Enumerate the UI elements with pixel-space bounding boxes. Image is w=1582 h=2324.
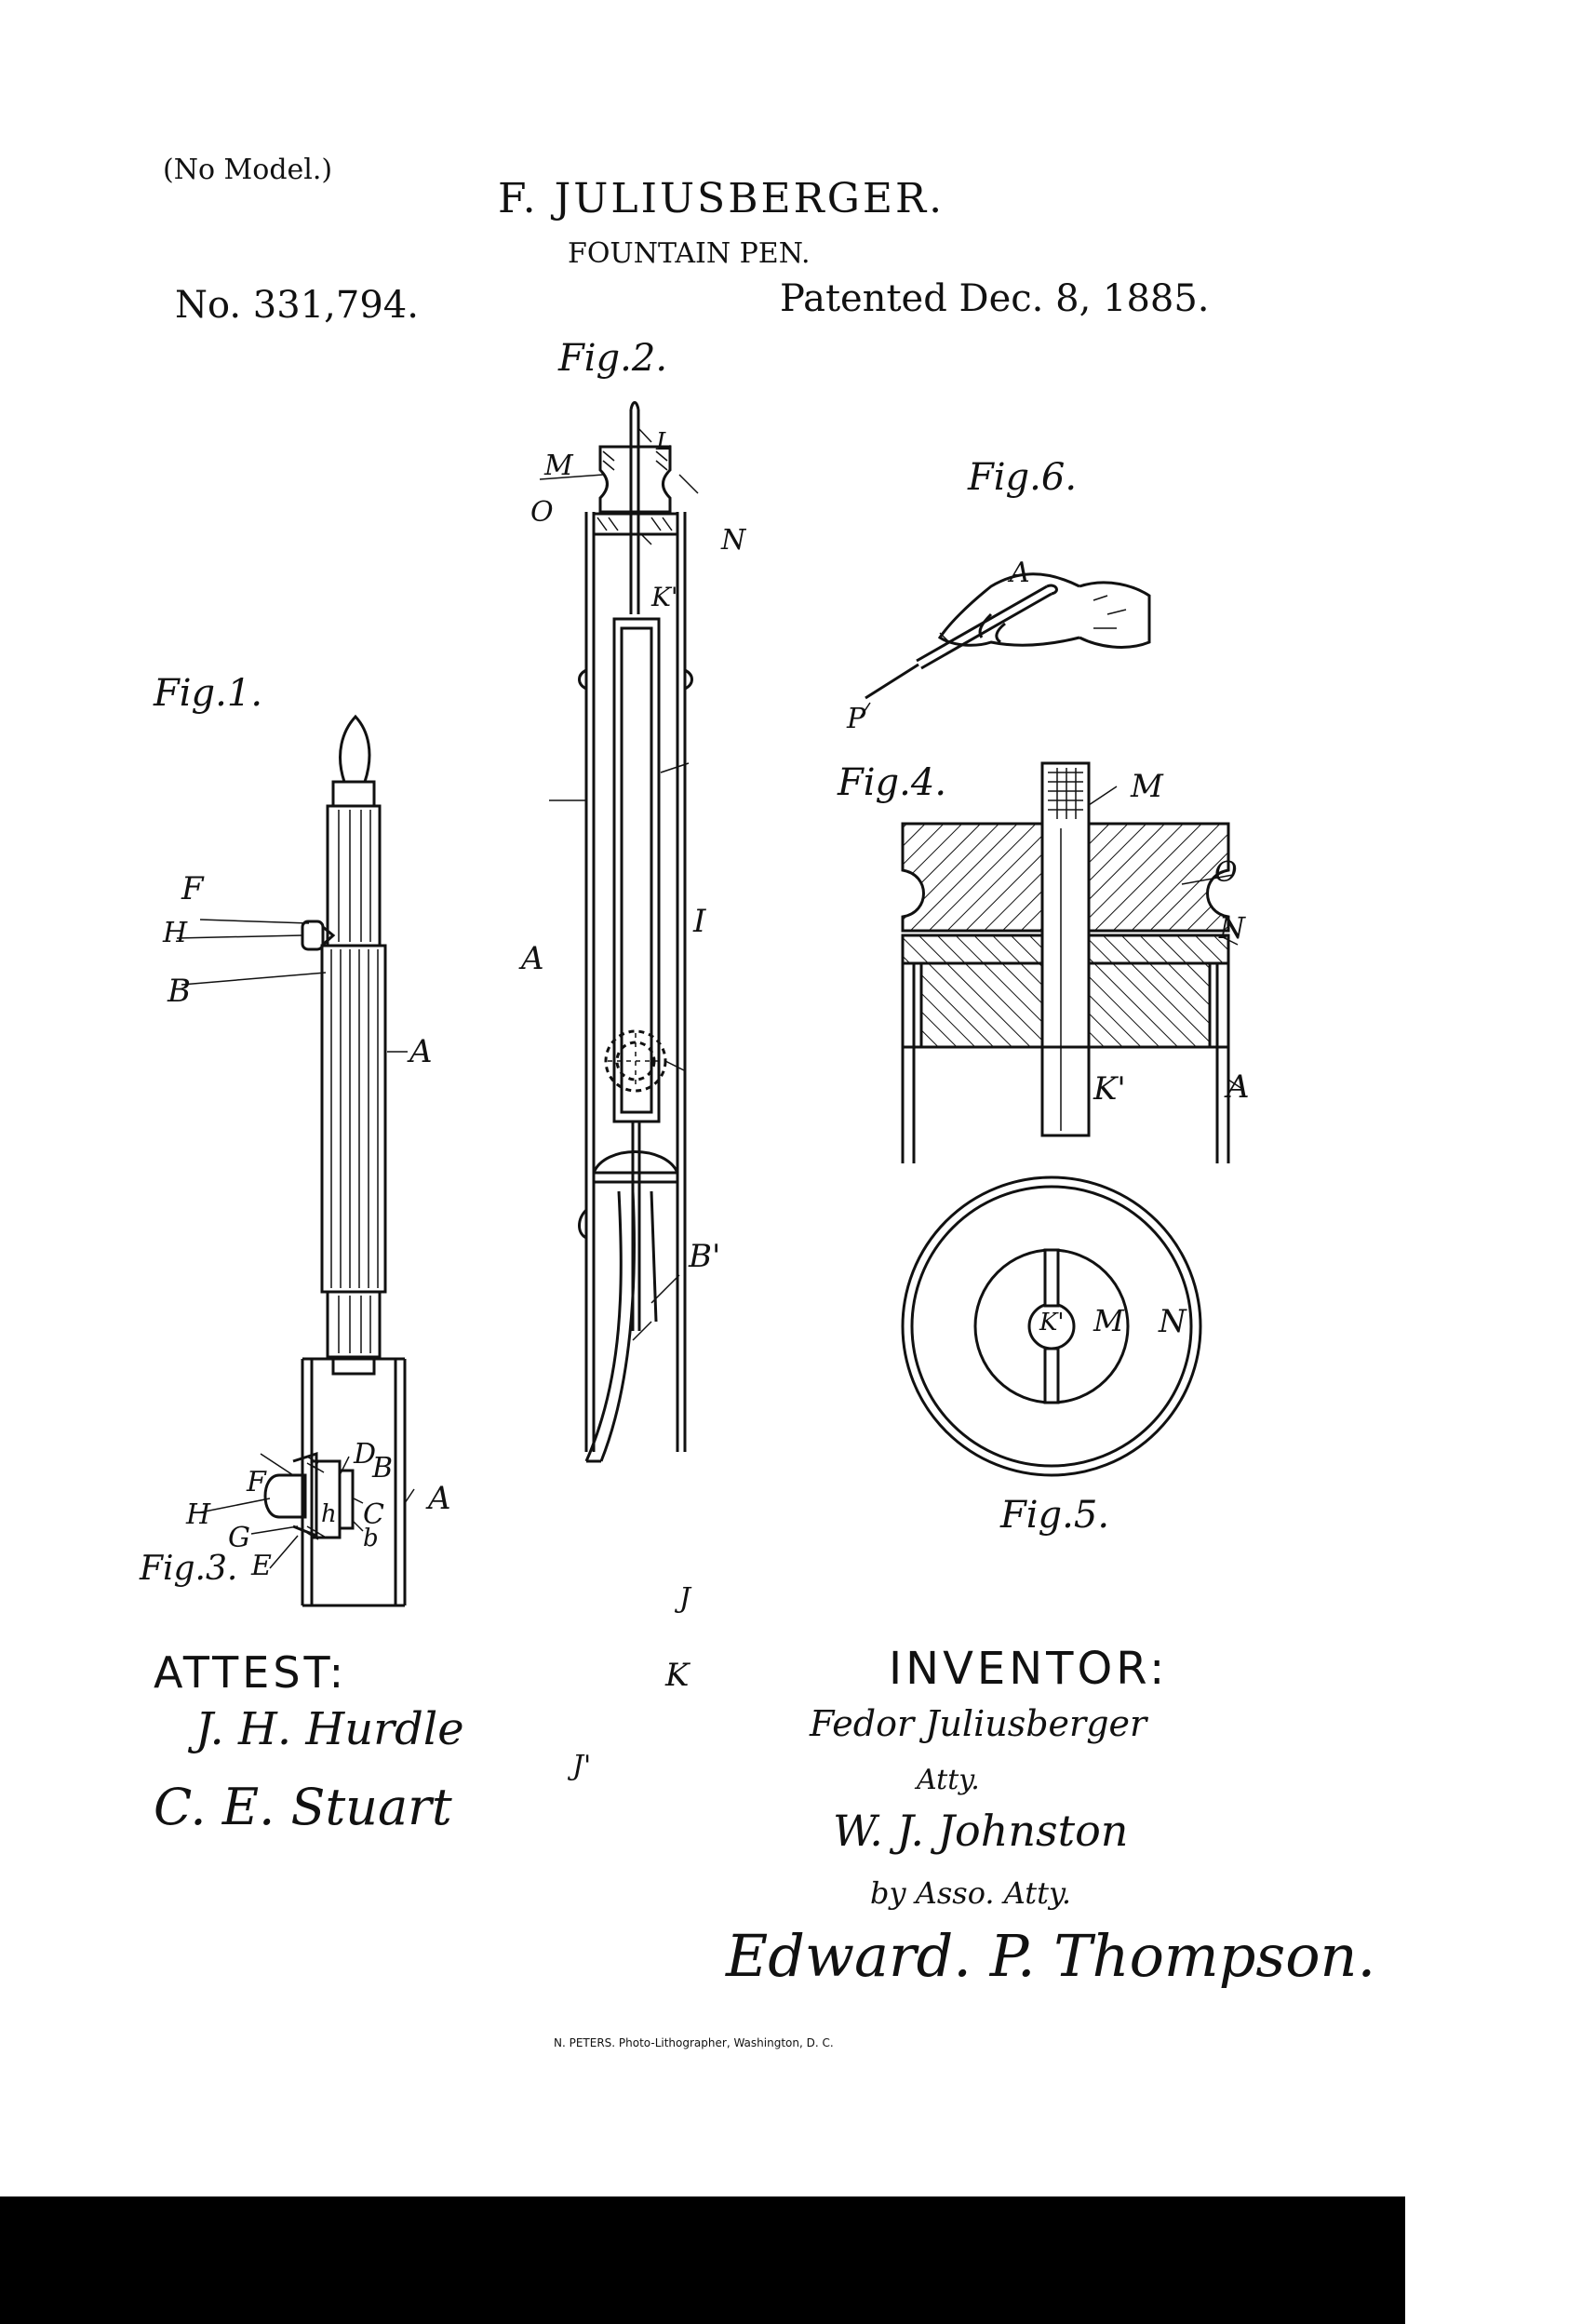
fig-1-label-b: B [168,973,191,1010]
witness-2-signature: C. E. Stuart [154,1778,452,1836]
witness-1-signature: J. H. Hurdle [195,1703,464,1755]
scan-bottom-bar [0,2196,1405,2324]
fig-2-label-b-prime: B' [689,1238,721,1275]
fig-2-label-l: L [656,428,673,456]
fig-4-title: Fig.4. [838,761,947,804]
assoc-atty-label: by Asso. Atty. [870,1875,1071,1911]
fig-4-label-o: O [1214,856,1238,889]
atty-label: Atty. [917,1764,980,1796]
fig-3-label-f: F [247,1466,266,1498]
fig-2-label-o: O [530,496,554,529]
fig-3-label-d: D [354,1438,377,1471]
fig-5-label-k-prime: K' [1039,1309,1065,1337]
no-model-note: (No Model.) [163,154,333,186]
fig-3-label-c: C [363,1498,384,1531]
fig-1-label-h: H [163,917,188,949]
fig-3-label-h: H [186,1498,211,1531]
patented-date: Patented Dec. 8, 1885. [780,277,1210,320]
fig-2-label-k: K [665,1657,690,1694]
attorney-name: W. J. Johnston [833,1806,1129,1856]
fig-4-label-k-prime: K' [1093,1070,1126,1108]
lithographer-credit: N. PETERS. Photo-Lithographer, Washingto… [554,2036,834,2049]
inventor-heading: INVENTOR: [889,1643,1169,1695]
fig-1-label-f: F [181,870,204,907]
patent-number: No. 331,794. [175,284,419,327]
inventor-name-header: F. JULIUSBERGER. [498,175,945,222]
fig-6-label-a: A [1010,557,1030,589]
fig-3-label-a: A [428,1480,451,1517]
fig-6-label-p: P [847,703,866,735]
fig-3-label-b-small: b [363,1525,379,1552]
fig-3-label-e: E [251,1550,272,1582]
fig-4-label-m: M [1131,768,1163,805]
fig-2-label-j: J [679,1582,691,1615]
fig-1-title: Fig.1. [154,672,263,715]
fig-3-drawing [199,1357,415,1607]
fig-3-label-h-small: h [321,1500,337,1528]
fig-2-title: Fig.2. [558,337,668,380]
fig-5-drawing [901,1175,1202,1477]
assoc-attorney-signature: Edward. P. Thompson. [726,1922,1376,1990]
attest-heading: ATTEST: [154,1647,348,1698]
fig-5-title: Fig.5. [1000,1494,1110,1537]
fig-1-label-a: A [409,1033,433,1070]
fig-4-label-n: N [1219,910,1245,946]
fig-5-label-n: N [1159,1303,1186,1340]
fig-2-drawing [539,401,699,1463]
fig-2-label-k-prime: K' [651,582,678,612]
fig-4-drawing [901,761,1243,1163]
fig-3-title: Fig.3. [140,1550,238,1588]
fig-2-label-m: M [544,450,573,482]
fig-3-label-b: B [372,1452,394,1484]
fig-3-label-g: G [228,1522,250,1554]
fig-2-label-j-prime: J' [572,1750,592,1782]
fig-6-title: Fig.6. [968,456,1078,499]
fig-4-label-a: A [1227,1068,1250,1106]
fig-2-label-n: N [721,524,746,557]
inventor-signature: Fedor Juliusberger [810,1703,1147,1744]
fig-5-label-m: M [1093,1303,1124,1338]
fig-2-label-a: A [521,940,544,977]
patent-title: FOUNTAIN PEN. [568,237,811,270]
fig-1-drawing [176,714,408,1376]
fig-6-drawing [860,572,1151,718]
fig-2-label-i: I [693,903,706,940]
